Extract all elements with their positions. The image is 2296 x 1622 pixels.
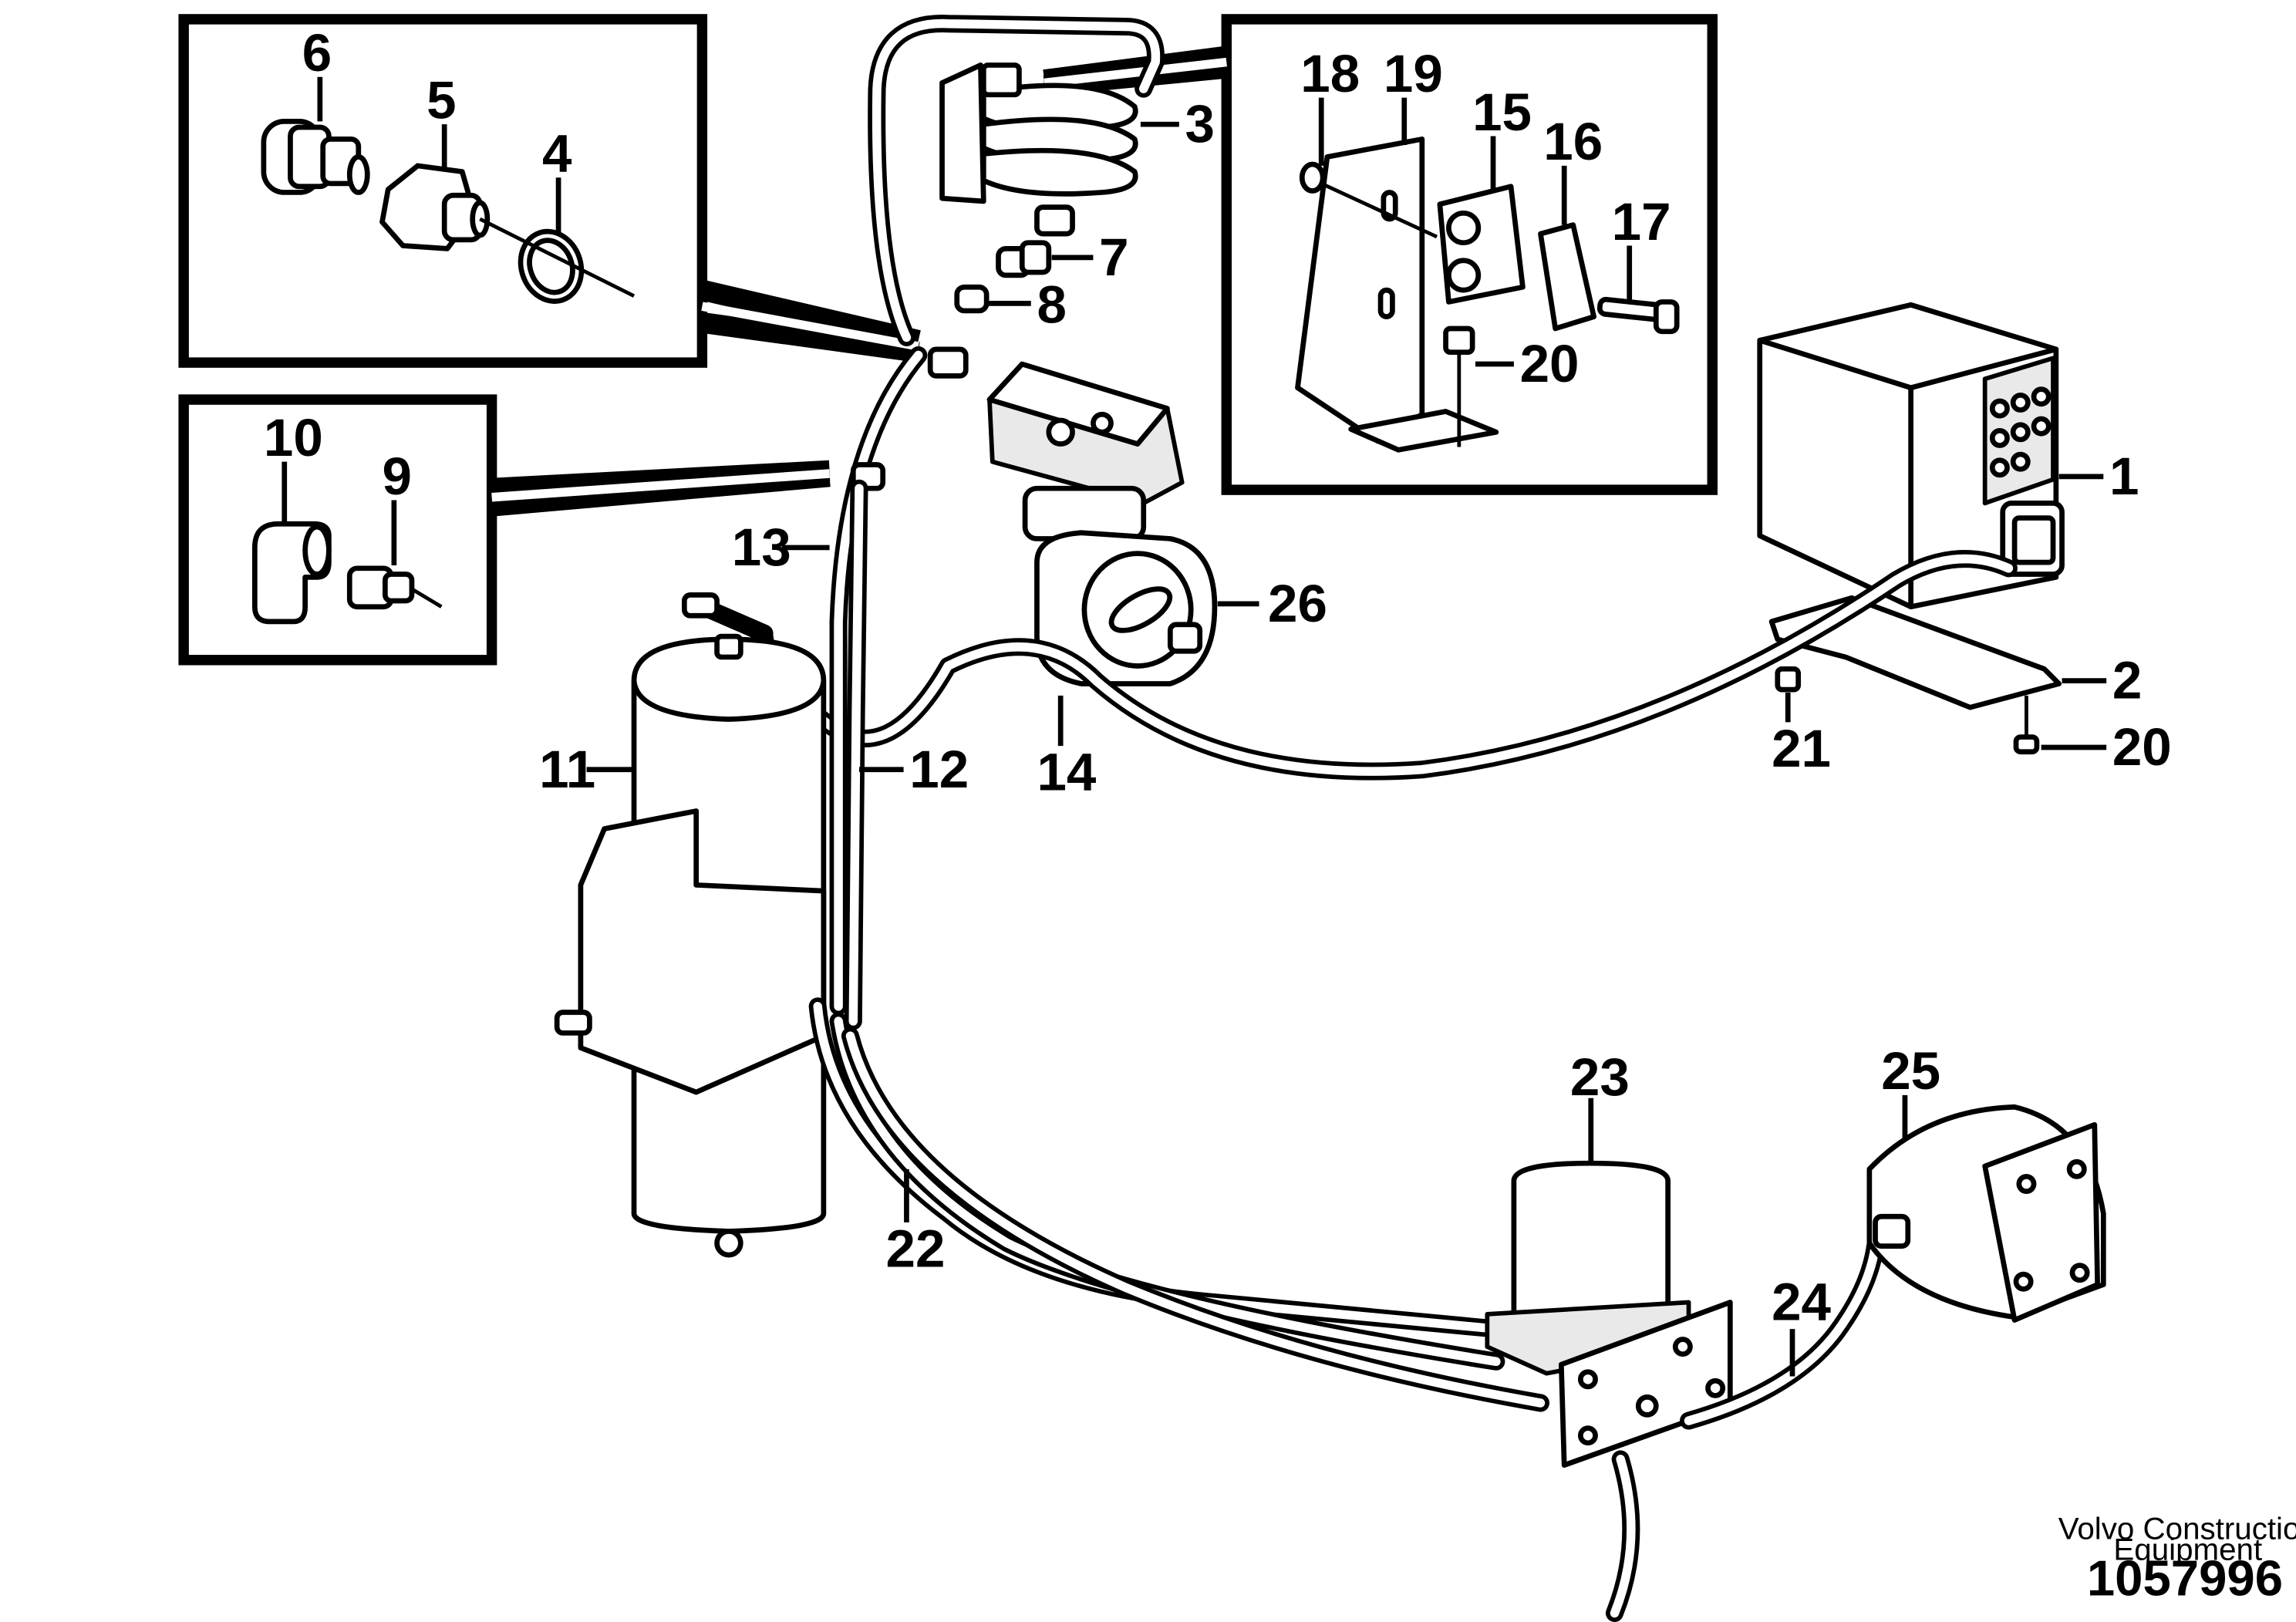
label-8: 8 — [1037, 274, 1066, 334]
document-number: 1057996 — [2087, 1549, 2283, 1606]
label-18: 18 — [1300, 43, 1360, 103]
coupling-nut-part-6 — [261, 118, 370, 195]
washer-part-18 — [1299, 161, 1438, 239]
label-19: 19 — [1384, 43, 1443, 103]
air-tank-part-11: 11 — [539, 592, 827, 1258]
hose-part-22: 22 — [808, 997, 1549, 1412]
label-17: 17 — [1612, 191, 1671, 251]
clamp-block-part-15 — [1437, 184, 1526, 305]
fitting-part-7: 7 — [996, 227, 1129, 287]
air-compressor-part-26: 26 — [927, 346, 1327, 686]
credit-block: Volvo Construction Equipment 1057996 — [2058, 1512, 2296, 1607]
connector-part-9 — [346, 565, 443, 610]
label-14: 14 — [1037, 742, 1096, 802]
label-15: 15 — [1472, 82, 1532, 142]
label-2: 2 — [2112, 650, 2142, 710]
cooling-coil-part-3: 3 — [868, 15, 1215, 346]
detail-box-elbow: 10 9 — [178, 394, 831, 666]
label-1: 1 — [2109, 446, 2139, 506]
hose-part-24: 24 — [1680, 1237, 1885, 1430]
label-25: 25 — [1881, 1040, 1940, 1101]
fitting-part-8: 8 — [954, 274, 1067, 334]
plate-part-16 — [1538, 222, 1596, 332]
label-23: 23 — [1570, 1047, 1630, 1107]
screw-part-20-detail — [1443, 325, 1475, 447]
label-16: 16 — [1543, 111, 1603, 171]
label-26: 26 — [1268, 573, 1327, 633]
o-ring-part-4 — [479, 217, 636, 304]
label-24: 24 — [1772, 1272, 1831, 1332]
screw-part-20: 20 — [2013, 695, 2172, 777]
label-21: 21 — [1772, 718, 1831, 778]
label-6: 6 — [302, 22, 332, 83]
control-unit-part-1: 1 — [1757, 302, 2139, 610]
hose-part-12: 12 — [844, 479, 969, 1030]
elbow-fitting-part-10 — [251, 521, 332, 625]
label-3: 3 — [1185, 93, 1215, 153]
label-7: 7 — [1099, 227, 1128, 287]
label-4: 4 — [542, 123, 572, 184]
detail-box-fittings: 6 5 4 — [178, 14, 921, 368]
label-10: 10 — [264, 407, 323, 467]
label-22: 22 — [886, 1219, 946, 1279]
screw-part-21: 21 — [1772, 666, 1831, 778]
label-20: 20 — [2112, 717, 2172, 777]
label-13: 13 — [732, 517, 791, 577]
screw-part-17 — [1596, 296, 1680, 335]
credit-company: Volvo Construction — [2058, 1512, 2296, 1546]
air-dryer-part-23: 23 — [1485, 1047, 1733, 1622]
detail-box-bracket: 18 19 15 16 17 20 — [1043, 14, 1718, 495]
adapter-part-5 — [379, 163, 491, 251]
label-9: 9 — [383, 446, 412, 506]
credit-company-2: Equipment — [2113, 1532, 2262, 1566]
label-20-detail: 20 — [1520, 333, 1580, 393]
label-11: 11 — [539, 739, 595, 799]
label-12: 12 — [909, 739, 969, 799]
label-5: 5 — [426, 70, 456, 130]
brake-chamber-part-25: 25 — [1866, 1040, 2106, 1323]
